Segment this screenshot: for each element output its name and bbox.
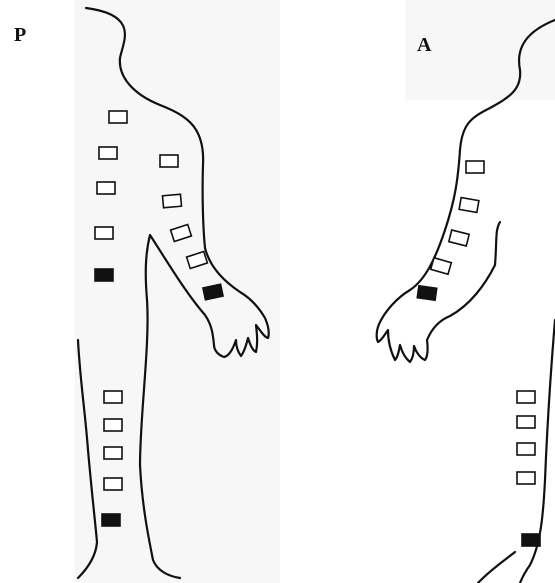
posterior-back-marker-open <box>97 182 115 194</box>
anterior-leg-marker-open <box>517 443 535 455</box>
anterior-arm-marker-open <box>431 258 452 274</box>
posterior-leg-marker-filled <box>102 514 120 526</box>
anterior-leg-marker-filled <box>522 534 540 546</box>
anterior-arm-marker-open <box>459 198 479 213</box>
anterior-arm-marker-filled <box>417 286 436 300</box>
posterior-arm-marker-open <box>163 194 182 208</box>
posterior-leg-marker-open <box>104 391 122 403</box>
posterior-arm-marker-open <box>160 155 178 167</box>
posterior-leg-marker-open <box>104 419 122 431</box>
posterior-back-marker-open <box>99 147 117 159</box>
posterior-arm-marker-filled <box>203 284 223 299</box>
posterior-leg-marker-open <box>104 447 122 459</box>
anterior-leg-marker-open <box>517 416 535 428</box>
posterior-back-marker-open <box>109 111 127 123</box>
posterior-back-marker-open <box>95 227 113 239</box>
anterior-leg-marker-open <box>517 472 535 484</box>
posterior-leg-marker-open <box>104 478 122 490</box>
posterior-arm-marker-open <box>171 225 192 242</box>
anterior-arm-marker-open <box>466 161 484 173</box>
posterior-arm-marker-open <box>187 252 208 269</box>
posterior-back-marker-filled <box>95 269 113 281</box>
anterior-arm-marker-open <box>449 230 469 246</box>
anterior-leg-marker-open <box>517 391 535 403</box>
